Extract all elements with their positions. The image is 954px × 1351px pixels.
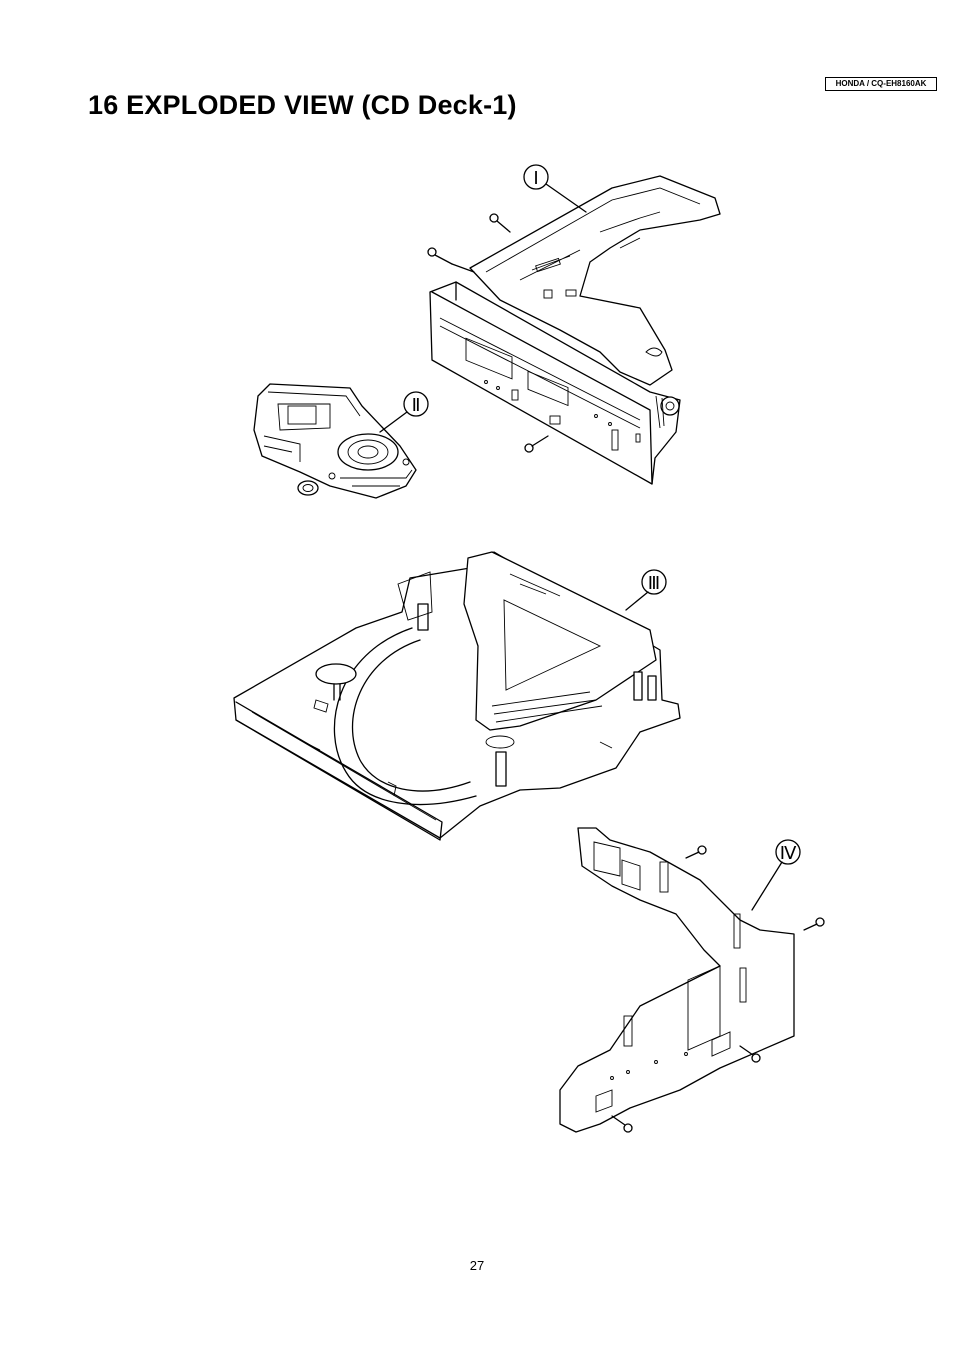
callout-IV-label: Ⅳ xyxy=(780,843,797,863)
page-number: 27 xyxy=(0,1258,954,1273)
assembly-IV: Ⅳ xyxy=(560,828,824,1132)
assembly-II: Ⅱ xyxy=(254,384,428,498)
callout-III-label: Ⅲ xyxy=(648,573,660,593)
assembly-III: Ⅲ xyxy=(234,552,680,840)
callout-II-label: Ⅱ xyxy=(412,395,421,415)
callout-I-label: Ⅰ xyxy=(533,168,538,188)
assembly-I: Ⅰ xyxy=(428,165,720,484)
